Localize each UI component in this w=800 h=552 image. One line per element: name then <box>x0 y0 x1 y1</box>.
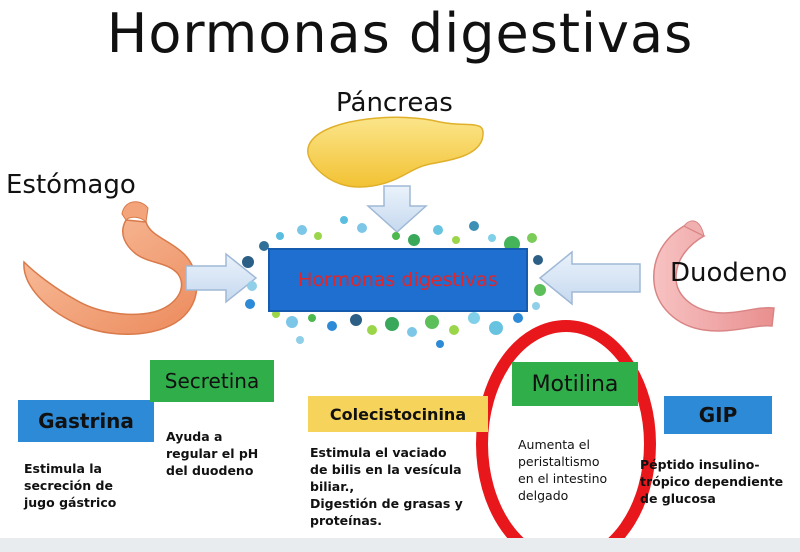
secretina-title: Secretina <box>164 369 260 393</box>
desc-line: delgado <box>518 488 569 503</box>
desc-line: peristaltismo <box>518 454 600 469</box>
desc-line: secreción de <box>24 478 113 493</box>
gastrina-title: Gastrina <box>38 409 134 433</box>
stomach-label: Estómago <box>6 170 136 200</box>
desc-line: Estimula la <box>24 461 102 476</box>
pancreas-illustration <box>307 116 484 188</box>
arrow-stomach <box>185 252 258 304</box>
center-box-label: Hormonas digestivas <box>298 269 498 291</box>
gip-description: Péptido insulino- trópico dependiente de… <box>640 456 783 507</box>
desc-line: Digestión de grasas y <box>310 496 463 511</box>
desc-line: regular el pH <box>166 446 259 461</box>
desc-line: en el intestino <box>518 471 608 486</box>
gastrina-box: Gastrina <box>18 400 154 442</box>
hormones-center-box: Hormonas digestivas <box>268 248 528 312</box>
desc-line: Ayuda a <box>166 429 223 444</box>
desc-line: biliar., <box>310 479 355 494</box>
colecistocinina-box: Colecistocinina <box>308 396 488 432</box>
desc-line: trópico dependiente <box>640 474 784 489</box>
arrow-pancreas <box>366 185 428 234</box>
hormone-particles <box>242 216 546 348</box>
stomach-illustration <box>23 219 198 335</box>
page-title: Hormonas digestivas <box>106 2 694 65</box>
gip-box: GIP <box>664 396 772 434</box>
desc-line: Péptido insulino- <box>640 457 760 472</box>
desc-line: del duodeno <box>166 463 254 478</box>
colecistocinina-title: Colecistocinina <box>329 404 467 424</box>
duodenum-illustration <box>653 225 775 332</box>
duodenum-label: Duodeno <box>670 258 788 288</box>
desc-line: jugo gástrico <box>24 495 117 510</box>
bottom-band <box>0 538 800 552</box>
motilina-description: Aumenta el peristaltismo en el intestino… <box>518 436 607 504</box>
highlight-circle <box>476 320 656 552</box>
desc-line: de glucosa <box>640 491 716 506</box>
secretina-description: Ayuda a regular el pH del duodeno <box>166 428 258 479</box>
colecistocinina-description: Estimula el vaciado de bilis en la vesíc… <box>310 444 463 529</box>
pancreas-label: Páncreas <box>336 88 453 118</box>
gip-title: GIP <box>698 403 738 427</box>
desc-line: Aumenta el <box>518 437 590 452</box>
desc-line: Estimula el vaciado <box>310 445 447 460</box>
motilina-box: Motilina <box>512 362 638 406</box>
motilina-title: Motilina <box>531 371 619 397</box>
desc-line: proteínas. <box>310 513 382 528</box>
desc-line: de bilis en la vesícula <box>310 462 462 477</box>
secretina-box: Secretina <box>150 360 274 402</box>
arrow-duodenum <box>538 250 641 306</box>
gastrina-description: Estimula la secreción de jugo gástrico <box>24 460 116 511</box>
